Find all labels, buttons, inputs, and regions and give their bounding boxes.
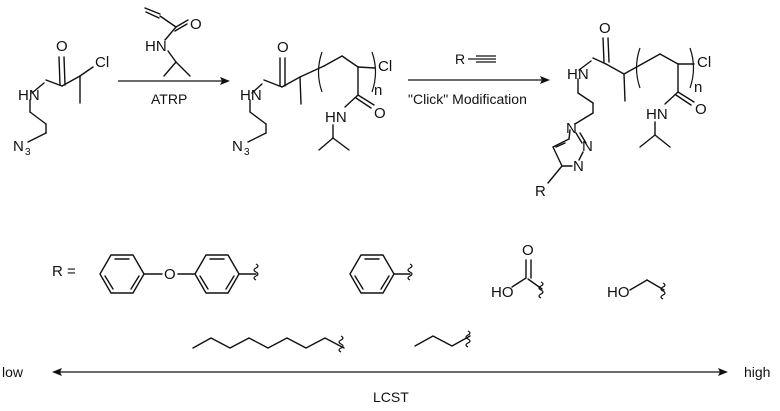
r-equals-label: R =	[52, 263, 76, 280]
octyl-chain-group	[192, 335, 345, 353]
click-label: "Click" Modification	[408, 91, 527, 107]
product-cl: Cl	[697, 54, 711, 71]
triazole-n1: N	[566, 120, 577, 137]
phenoxyphenyl-group: O	[99, 254, 259, 294]
product-side-o: O	[695, 101, 707, 118]
acid-hydroxyl: HO	[491, 284, 514, 301]
polymer-repeat-n: n	[374, 82, 382, 99]
triazole-polymer: HN O Cl n HN O N N N R	[535, 20, 711, 200]
product-repeat-n: n	[694, 79, 702, 96]
polymer-side-o: O	[374, 105, 386, 122]
monomer-molecule: O HN	[144, 7, 202, 77]
initiator-azide-n: N	[13, 138, 24, 155]
atrp-arrow: ATRP	[118, 77, 230, 107]
polymer-carbonyl-o: O	[277, 39, 289, 56]
carboxylic-acid-group: O HO	[491, 242, 544, 301]
azide-polymer: HN O Cl n N 3 HN O	[232, 39, 392, 158]
triazole-n3: N	[573, 158, 584, 175]
polymer-nh: HN	[240, 87, 262, 104]
initiator-azide-sub: 3	[25, 147, 31, 158]
product-r-group: R	[535, 183, 546, 200]
initiator-nh: HN	[18, 87, 40, 104]
butyl-chain-group	[414, 330, 471, 348]
lcst-scale: low high LCST	[2, 364, 770, 405]
monomer-carbonyl-o: O	[190, 16, 202, 33]
alkyne-r: R	[455, 51, 465, 67]
lcst-axis-label: LCST	[373, 389, 409, 405]
product-nh: HN	[567, 66, 589, 83]
initiator-carbonyl-o: O	[56, 38, 68, 55]
alkyne-reagent: R	[455, 51, 496, 67]
click-arrow: "Click" Modification	[408, 76, 550, 107]
polymer-side-nh: HN	[325, 109, 347, 126]
scale-low-label: low	[2, 364, 24, 380]
polymer-cl: Cl	[378, 58, 392, 75]
polymer-azide-sub: 3	[244, 147, 250, 158]
monomer-nh: HN	[145, 38, 167, 55]
polymer-azide-n: N	[232, 138, 243, 155]
acid-carbonyl-o: O	[522, 242, 534, 259]
triazole-n2: N	[582, 138, 593, 155]
initiator-cl: Cl	[95, 54, 109, 71]
ether-oxygen: O	[164, 266, 176, 283]
alcohol-hydroxyl: HO	[607, 284, 630, 301]
product-side-nh: HN	[646, 106, 668, 123]
atrp-label: ATRP	[151, 91, 187, 107]
phenyl-group	[349, 254, 413, 294]
initiator-molecule: HN O Cl N 3	[13, 38, 109, 158]
hydroxymethyl-group: HO	[607, 279, 666, 301]
product-carbonyl-o: O	[599, 20, 611, 37]
scale-high-label: high	[744, 364, 770, 380]
